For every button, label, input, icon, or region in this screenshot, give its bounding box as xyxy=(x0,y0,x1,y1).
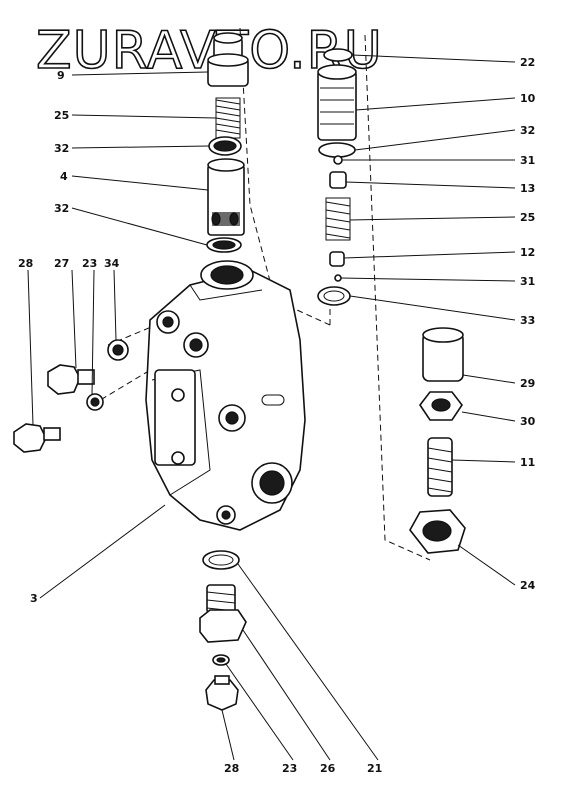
callout-31: 31 xyxy=(520,275,535,288)
callout-30: 30 xyxy=(520,415,536,428)
part-28-plug-left xyxy=(13,423,61,453)
callout-31: 31 xyxy=(520,154,535,167)
part-28-plug-bottom xyxy=(205,675,239,711)
callout-32: 32 xyxy=(54,202,69,215)
part-10-cartridge xyxy=(317,64,357,141)
callout-3: 3 xyxy=(30,592,38,605)
callout-13: 13 xyxy=(520,182,535,195)
part-23-washer-left xyxy=(86,393,104,411)
callout-22: 22 xyxy=(520,56,535,69)
part-32-seal-ring-lower xyxy=(206,237,242,253)
part-25-spring-left xyxy=(215,97,241,139)
callout-25: 25 xyxy=(520,211,535,224)
part-34-washer xyxy=(107,339,129,361)
callout-12: 12 xyxy=(520,246,535,259)
callout-21: 21 xyxy=(367,762,382,775)
callout-28: 28 xyxy=(18,257,33,270)
callout-24: 24 xyxy=(520,579,536,592)
part-29-cap-nut xyxy=(422,327,464,382)
callout-9: 9 xyxy=(57,69,65,82)
callout-4: 4 xyxy=(60,170,68,183)
callout-29: 29 xyxy=(520,377,535,390)
callout-28: 28 xyxy=(224,762,239,775)
callout-26: 26 xyxy=(320,762,336,775)
leader-lines xyxy=(27,54,516,761)
callout-27: 27 xyxy=(54,257,69,270)
part-4-spool xyxy=(207,158,245,236)
callout-23: 23 xyxy=(282,762,297,775)
part-23-washer-bottom xyxy=(212,654,230,666)
part-9-plug xyxy=(207,32,249,87)
callout-10: 10 xyxy=(520,92,536,105)
callout-34: 34 xyxy=(104,257,120,270)
part-31-ball-upper xyxy=(333,155,343,165)
part-12-seat xyxy=(329,251,345,267)
part-26-fitting xyxy=(199,584,247,643)
part-31-ball-lower xyxy=(334,274,342,282)
part-33-ring xyxy=(317,286,351,306)
part-27-plug xyxy=(47,364,95,395)
part-21-o-ring xyxy=(202,550,240,570)
callout-32: 32 xyxy=(520,124,535,137)
part-32-seal-ring-right xyxy=(318,142,356,158)
part-3-valve-body xyxy=(145,260,306,531)
callout-25: 25 xyxy=(54,109,69,122)
callout-32: 32 xyxy=(54,142,69,155)
part-13-poppet xyxy=(329,171,347,189)
callout-labels: 9 25 32 4 32 28 27 23 34 22 10 32 31 13 … xyxy=(18,56,536,775)
callout-11: 11 xyxy=(520,456,535,469)
callout-23: 23 xyxy=(82,257,97,270)
part-32-seal-ring-upper xyxy=(208,136,242,156)
part-24-hex-nut xyxy=(409,509,466,554)
part-11-adjusting-screw xyxy=(427,437,453,497)
part-25-spring-right xyxy=(325,197,351,241)
callout-33: 33 xyxy=(520,314,535,327)
part-22-ring xyxy=(323,48,353,62)
part-30-lock-nut xyxy=(419,391,463,421)
